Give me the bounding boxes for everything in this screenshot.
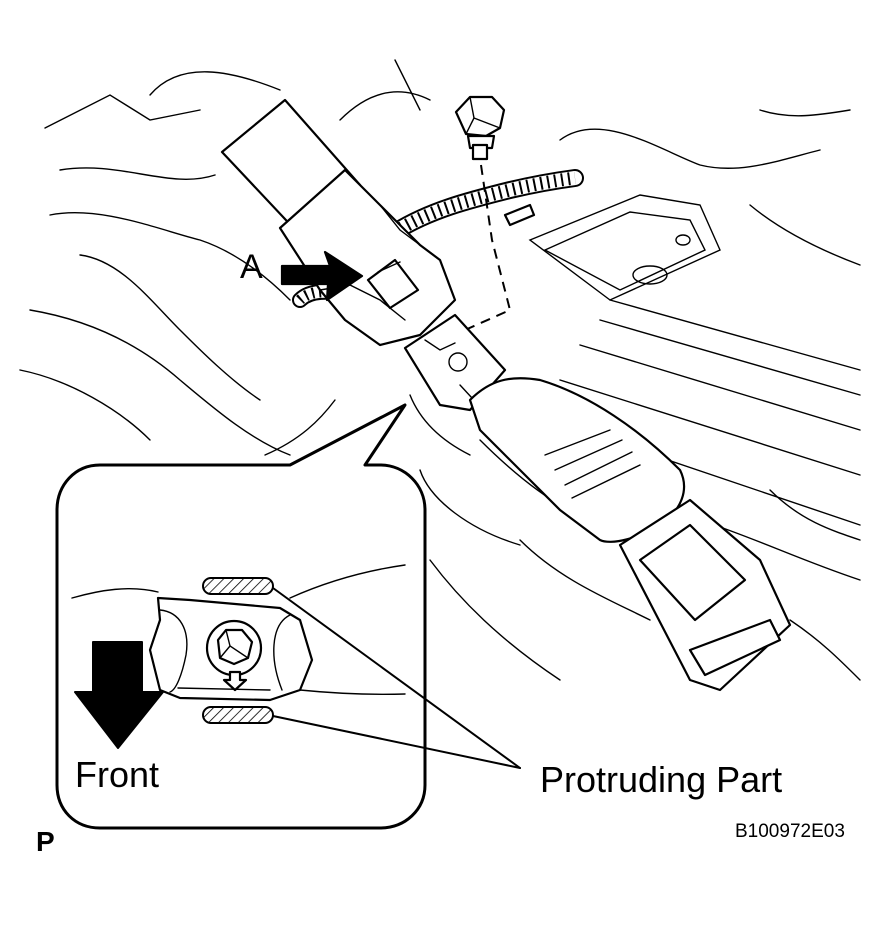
arrow-down-icon [74, 641, 164, 749]
figure-code: B100972E03 [735, 821, 845, 842]
arrow-right-icon [280, 250, 364, 302]
buckle-upper [220, 98, 457, 347]
lower-belt-and-buckle [468, 377, 792, 692]
protruding-part-label: Protruding Part [540, 759, 783, 800]
corner-mark: P [36, 826, 55, 857]
protruding-part-top [202, 577, 274, 595]
protruding-part-bottom [202, 706, 274, 724]
front-label: Front [75, 754, 160, 795]
bolt [454, 95, 506, 161]
view-a-label: A [240, 248, 263, 286]
detail-view [71, 564, 521, 769]
